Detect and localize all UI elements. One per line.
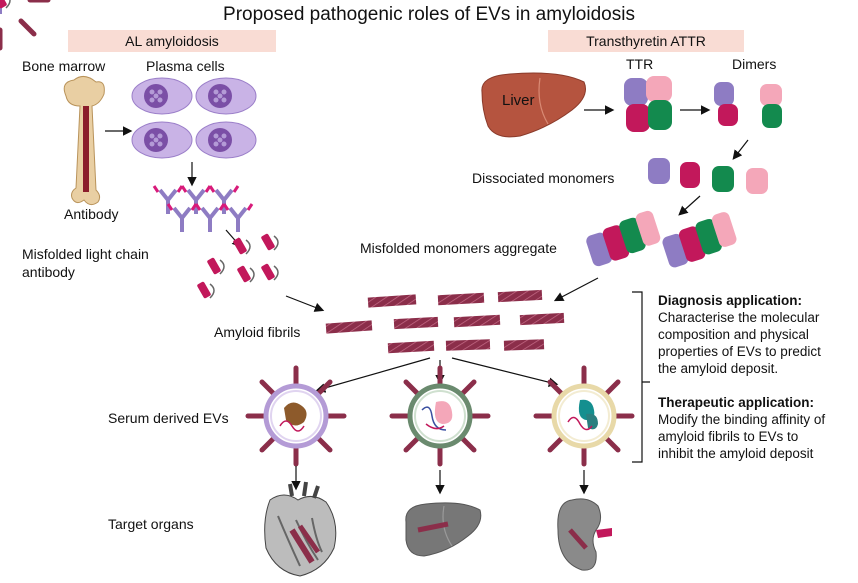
- heart-icon: [264, 481, 337, 577]
- label-misfolded-light-chain: Misfolded light chain: [22, 246, 149, 262]
- label-dissociated-monomers: Dissociated monomers: [472, 170, 615, 186]
- diagnosis-heading: Diagnosis application:: [658, 293, 803, 308]
- aggregate-icon: [586, 210, 737, 268]
- dimers-icon: [714, 82, 782, 128]
- figure-title: Proposed pathogenic roles of EVs in amyl…: [223, 4, 635, 25]
- amyloid-fibrils-icon: [325, 289, 565, 354]
- label-liver: Liver: [502, 92, 535, 109]
- section-al-amyloidosis: AL amyloidosis: [68, 30, 276, 52]
- section-attr: Transthyretin ATTR: [548, 30, 744, 52]
- ev-attr-icon: [536, 368, 632, 464]
- arrow-fibrils-to-ev1: [315, 357, 431, 393]
- arrow-dimers-to-monomers: [732, 139, 749, 160]
- label-serum-evs: Serum derived EVs: [108, 410, 229, 426]
- therapeutic-panel: Therapeutic application: Modify the bind…: [658, 394, 854, 462]
- ttr-tetramer-icon: [624, 76, 672, 132]
- therapeutic-heading: Therapeutic application:: [658, 395, 815, 410]
- arrow-monomers-to-aggregate: [678, 195, 701, 216]
- label-ttr: TTR: [626, 56, 654, 72]
- label-dimers: Dimers: [732, 56, 777, 72]
- label-target-organs: Target organs: [108, 516, 194, 532]
- label-antibody: Antibody: [64, 206, 119, 222]
- monomers-icon: [648, 158, 768, 194]
- ev-generic-icon: [392, 368, 488, 464]
- misfolded-light-chain-icon: [0, 0, 279, 300]
- label-misfolded-antibody: antibody: [22, 264, 75, 280]
- liver-icon: [481, 72, 586, 138]
- label-bone-marrow: Bone marrow: [22, 58, 106, 74]
- label-misfolded-aggregate: Misfolded monomers aggregate: [360, 240, 557, 256]
- diagnosis-line: Characterise the molecular: [658, 310, 820, 325]
- therapeutic-line: Modify the binding affinity of: [658, 412, 826, 427]
- diagnosis-line: composition and physical: [658, 327, 809, 342]
- therapeutic-line: inhibit the amyloid deposit: [658, 446, 814, 461]
- arrow-fibrils-to-ev3: [451, 357, 559, 387]
- arrow-aggregate-to-fibrils: [553, 277, 599, 302]
- label-amyloid-fibrils: Amyloid fibrils: [214, 324, 301, 340]
- arrow-lc-to-fibrils: [285, 295, 325, 312]
- diagnosis-panel: Diagnosis application: Characterise the …: [658, 292, 854, 377]
- target-liver-icon: [405, 502, 482, 557]
- label-plasma-cells: Plasma cells: [146, 58, 225, 74]
- diagnosis-line: the amyloid deposit.: [658, 361, 779, 376]
- kidney-icon: [557, 498, 612, 571]
- ev-al-icon: [248, 368, 344, 464]
- diagnosis-line: properties of EVs to predict: [658, 344, 821, 359]
- panel-bracket: [632, 291, 650, 463]
- bone-marrow-icon: [63, 76, 105, 206]
- plasma-cells-icon: [131, 77, 257, 159]
- therapeutic-line: amyloid fibrils to EVs to: [658, 429, 799, 444]
